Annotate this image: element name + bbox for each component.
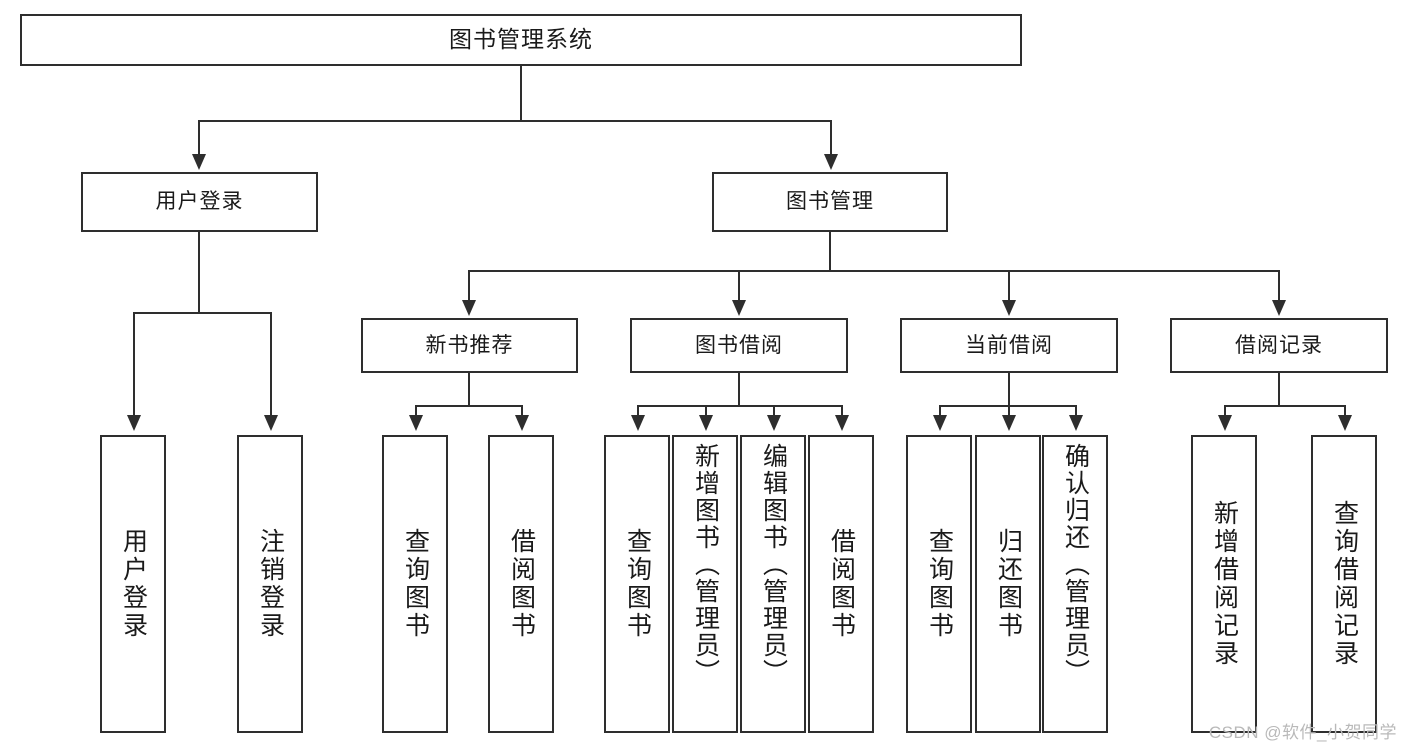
arrowhead-leaf-query-record (1338, 415, 1352, 431)
edge-nb-to-leaf-1 (415, 405, 417, 417)
edge-cb-to-leaf-2 (1008, 405, 1010, 417)
edge-user-login-to-leaf-1 (133, 312, 135, 417)
node-leaf-query-book-3-label: 查询图书 (925, 528, 954, 640)
edge-bm-to-current-borrow (1008, 270, 1010, 302)
node-borrow-record-label: 借阅记录 (1235, 333, 1323, 357)
edge-borrow-record-stem (1278, 373, 1280, 407)
edge-book-management-bus (468, 270, 1280, 272)
edge-borrow-record-bus (1224, 405, 1346, 407)
arrowhead-leaf-add-book (699, 415, 713, 431)
edge-cb-to-leaf-3 (1075, 405, 1077, 417)
arrowhead-book-management (824, 154, 838, 170)
node-book-borrow-label: 图书借阅 (695, 333, 783, 357)
watermark-text: CSDN @软件_小贺同学 (1208, 723, 1397, 742)
arrowhead-leaf-add-record (1218, 415, 1232, 431)
node-leaf-borrow-book-1-label: 借阅图书 (507, 528, 536, 640)
node-leaf-add-book[interactable]: 新增图书（管理员） (672, 435, 738, 733)
edge-bm-to-book-borrow (738, 270, 740, 302)
edge-nb-to-leaf-2 (521, 405, 523, 417)
edge-new-book-stem (468, 373, 470, 407)
node-new-book-recommend[interactable]: 新书推荐 (361, 318, 578, 373)
edge-bm-to-new-book (468, 270, 470, 302)
node-borrow-record[interactable]: 借阅记录 (1170, 318, 1388, 373)
node-leaf-return-book-label: 归还图书 (994, 528, 1023, 640)
node-leaf-confirm-return[interactable]: 确认归还（管理员） (1042, 435, 1108, 733)
node-current-borrow-label: 当前借阅 (965, 333, 1053, 357)
arrowhead-current-borrow (1002, 300, 1016, 316)
node-leaf-query-record[interactable]: 查询借阅记录 (1311, 435, 1377, 733)
node-leaf-logout[interactable]: 注销登录 (237, 435, 303, 733)
node-root-system[interactable]: 图书管理系统 (20, 14, 1022, 66)
arrowhead-leaf-edit-book (767, 415, 781, 431)
node-book-management-label: 图书管理 (786, 190, 874, 214)
arrowhead-leaf-borrow-book-2 (835, 415, 849, 431)
node-leaf-query-book-3[interactable]: 查询图书 (906, 435, 972, 733)
edge-bb-to-leaf-3 (773, 405, 775, 417)
node-leaf-query-book-2-label: 查询图书 (623, 528, 652, 640)
node-user-login-label: 用户登录 (155, 190, 244, 214)
node-leaf-borrow-book-1[interactable]: 借阅图书 (488, 435, 554, 733)
edge-root-bus (198, 120, 832, 122)
edge-root-to-user-login (198, 120, 200, 156)
node-leaf-add-record[interactable]: 新增借阅记录 (1191, 435, 1257, 733)
node-leaf-borrow-book-2[interactable]: 借阅图书 (808, 435, 874, 733)
arrowhead-leaf-return-book (1002, 415, 1016, 431)
arrowhead-new-book-recommend (462, 300, 476, 316)
node-new-book-recommend-label: 新书推荐 (425, 333, 514, 357)
node-leaf-edit-book[interactable]: 编辑图书（管理员） (740, 435, 806, 733)
edge-root-stem (520, 66, 522, 122)
arrowhead-user-login (192, 154, 206, 170)
arrowhead-leaf-confirm-return (1069, 415, 1083, 431)
arrowhead-borrow-record (1272, 300, 1286, 316)
node-leaf-query-book-1[interactable]: 查询图书 (382, 435, 448, 733)
arrowhead-leaf-query-book-2 (631, 415, 645, 431)
node-leaf-return-book[interactable]: 归还图书 (975, 435, 1041, 733)
edge-user-login-bus (133, 312, 270, 314)
node-book-management[interactable]: 图书管理 (712, 172, 948, 232)
edge-book-borrow-bus (637, 405, 843, 407)
node-leaf-user-login[interactable]: 用户登录 (100, 435, 166, 733)
edge-root-to-book-management (830, 120, 832, 156)
arrowhead-leaf-query-book-3 (933, 415, 947, 431)
arrowhead-leaf-logout (264, 415, 278, 431)
edge-br-to-leaf-1 (1224, 405, 1226, 417)
node-leaf-edit-book-label: 编辑图书（管理员） (759, 443, 788, 686)
node-leaf-query-record-label: 查询借阅记录 (1330, 500, 1359, 668)
edge-new-book-bus (415, 405, 521, 407)
edge-book-borrow-stem (738, 373, 740, 407)
node-leaf-query-book-2[interactable]: 查询图书 (604, 435, 670, 733)
node-leaf-borrow-book-2-label: 借阅图书 (827, 528, 856, 640)
edge-book-management-stem (829, 232, 831, 272)
arrowhead-leaf-borrow-book-1 (515, 415, 529, 431)
edge-br-to-leaf-2 (1344, 405, 1346, 417)
node-leaf-logout-label: 注销登录 (256, 528, 285, 640)
node-leaf-add-book-label: 新增图书（管理员） (691, 443, 720, 686)
edge-user-login-stem (198, 232, 200, 314)
edge-bb-to-leaf-4 (841, 405, 843, 417)
node-user-login[interactable]: 用户登录 (81, 172, 318, 232)
node-current-borrow[interactable]: 当前借阅 (900, 318, 1118, 373)
arrowhead-book-borrow (732, 300, 746, 316)
node-leaf-add-record-label: 新增借阅记录 (1210, 500, 1239, 668)
node-leaf-query-book-1-label: 查询图书 (401, 528, 430, 640)
edge-bb-to-leaf-2 (705, 405, 707, 417)
edge-cb-to-leaf-1 (939, 405, 941, 417)
arrowhead-leaf-query-book-1 (409, 415, 423, 431)
arrowhead-leaf-user-login (127, 415, 141, 431)
node-leaf-user-login-label: 用户登录 (119, 528, 148, 640)
edge-current-borrow-stem (1008, 373, 1010, 407)
node-leaf-confirm-return-label: 确认归还（管理员） (1061, 443, 1090, 686)
node-root-label: 图书管理系统 (449, 26, 593, 53)
edge-bm-to-borrow-record (1278, 270, 1280, 302)
edge-bb-to-leaf-1 (637, 405, 639, 417)
edge-user-login-to-leaf-2 (270, 312, 272, 417)
node-book-borrow[interactable]: 图书借阅 (630, 318, 848, 373)
